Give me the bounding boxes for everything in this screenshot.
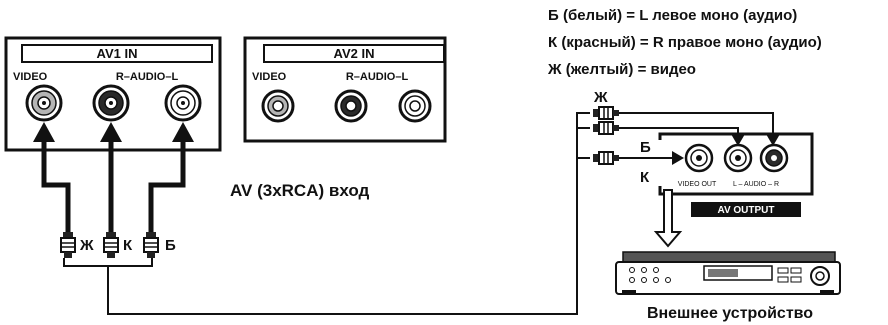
down-arrow-icon [653, 189, 683, 248]
av1-audio-label: R–AUDIO–L [116, 71, 179, 83]
external-device [615, 251, 841, 295]
av-output-badge [691, 202, 801, 217]
av2-title: AV2 IN [334, 46, 375, 61]
main-cable [63, 112, 590, 315]
av1-video-jack[interactable] [25, 84, 63, 122]
av-output-panel: VIDEO OUT L – AUDIO – R AV OUTPUT [658, 132, 814, 217]
av2-video-label: VIDEO [252, 71, 287, 83]
av1-panel: AV1 IN VIDEO R–AUDIO–L [4, 36, 222, 152]
av1-plug-audio-r [103, 231, 119, 259]
color-legend: Б (белый) = L левое моно (аудио) К (крас… [547, 7, 822, 78]
device-plug-group: Ж Б К [592, 89, 651, 186]
av2-panel: AV2 IN VIDEO R–AUDIO–L [243, 36, 447, 143]
legend-red: К (красный) = R правое моно (аудио) [548, 34, 822, 51]
legend-yellow: Ж (желтый) = видео [547, 61, 696, 78]
av2-audio-label: R–AUDIO–L [346, 71, 409, 83]
av2-video-jack[interactable] [261, 89, 295, 123]
device-arrows [672, 134, 780, 165]
plug-letter-red: К [123, 237, 133, 254]
av1-plug-audio-l [143, 231, 159, 259]
av2-audio-l-jack[interactable] [398, 89, 432, 123]
legend-white: Б (белый) = L левое моно (аудио) [548, 7, 797, 24]
device-video-out-jack[interactable] [684, 143, 714, 173]
av2-audio-r-jack[interactable] [334, 89, 368, 123]
av1-arrows [33, 122, 194, 142]
av2-title-box [263, 44, 445, 63]
av1-audio-r-jack[interactable] [92, 84, 130, 122]
plug-letter-video: Ж [79, 237, 94, 254]
device-audio-r-jack[interactable] [759, 143, 789, 173]
device-audio-out-label: L – AUDIO – R [733, 181, 779, 188]
device-plug-letter-yellow: Ж [593, 89, 608, 106]
av1-cables [41, 140, 186, 232]
av1-audio-l-jack[interactable] [164, 84, 202, 122]
device-plug-letter-white: Б [640, 139, 651, 156]
device-caption: Внешнее устройство [647, 305, 813, 322]
av1-title-box [21, 44, 213, 63]
plug-letter-white: Б [165, 237, 176, 254]
av-output-label: AV OUTPUT [717, 205, 774, 216]
av1-plug-video [60, 231, 76, 259]
av1-title: AV1 IN [97, 46, 138, 61]
av1-video-label: VIDEO [13, 71, 48, 83]
device-audio-l-jack[interactable] [723, 143, 753, 173]
device-video-out-label: VIDEO OUT [678, 181, 717, 188]
av-input-caption: AV (3xRCA) вход [230, 181, 370, 200]
device-plug-letter-red: К [640, 169, 650, 186]
